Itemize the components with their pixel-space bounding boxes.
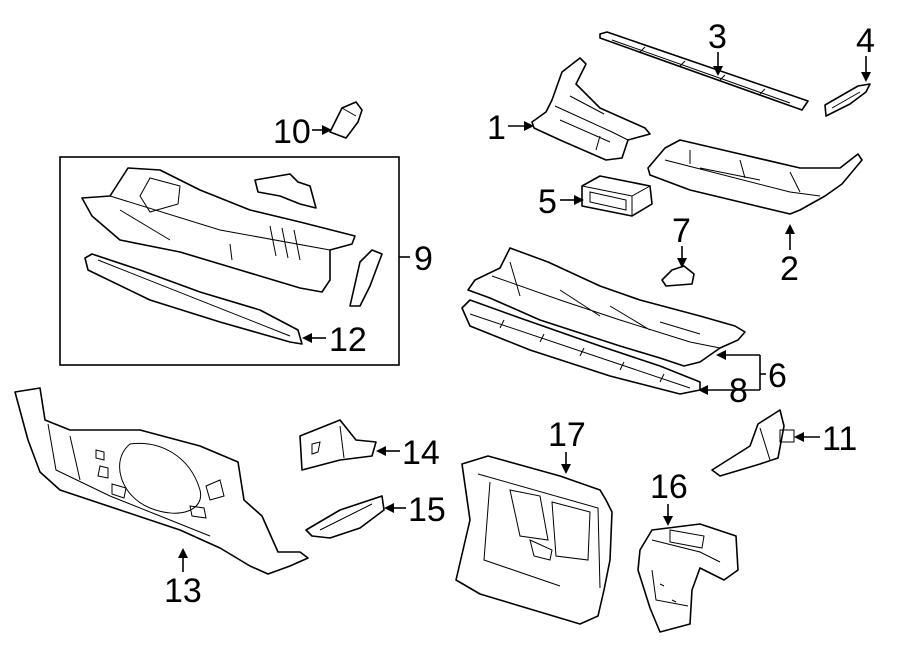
callout-14: 14 xyxy=(402,434,440,472)
callout-5: 5 xyxy=(538,183,557,221)
callout-16: 16 xyxy=(650,468,688,506)
callout-15: 15 xyxy=(408,491,446,529)
part-12-strip xyxy=(84,253,303,345)
part-8-strip xyxy=(461,299,701,395)
part-6-cowl xyxy=(467,247,746,367)
part-11-bracket xyxy=(711,409,785,477)
callout-17: 17 xyxy=(548,416,586,454)
part-3-strip xyxy=(599,31,809,111)
part-16-bracket xyxy=(637,523,739,633)
callout-11: 11 xyxy=(822,420,857,458)
callout-9: 9 xyxy=(414,240,433,278)
part-10-bracket xyxy=(329,101,363,139)
leader-lines xyxy=(178,52,871,572)
part-1-panel xyxy=(531,57,651,161)
callout-7: 7 xyxy=(672,212,691,250)
callout-8: 8 xyxy=(729,372,748,410)
callout-2: 2 xyxy=(780,250,799,288)
callout-labels: 1 2 3 4 5 6 7 8 9 10 11 12 13 14 15 16 1… xyxy=(164,18,875,610)
group-9-frame xyxy=(59,156,400,366)
part-15-wedge xyxy=(305,495,385,539)
callout-12: 12 xyxy=(329,321,367,359)
callout-3: 3 xyxy=(708,18,727,56)
callout-1: 1 xyxy=(487,109,506,147)
part-17-frame xyxy=(455,455,613,625)
part-9-panel xyxy=(81,167,383,307)
part-7-clip xyxy=(661,265,695,287)
part-14-bracket xyxy=(299,419,377,471)
part-4-bracket xyxy=(824,83,871,117)
callout-6: 6 xyxy=(768,357,787,395)
part-2-panel xyxy=(647,139,863,215)
part-13-dash xyxy=(14,387,309,575)
callout-13: 13 xyxy=(164,572,202,610)
callout-4: 4 xyxy=(856,22,875,60)
callout-10: 10 xyxy=(273,113,311,151)
part-5-box xyxy=(581,175,653,217)
